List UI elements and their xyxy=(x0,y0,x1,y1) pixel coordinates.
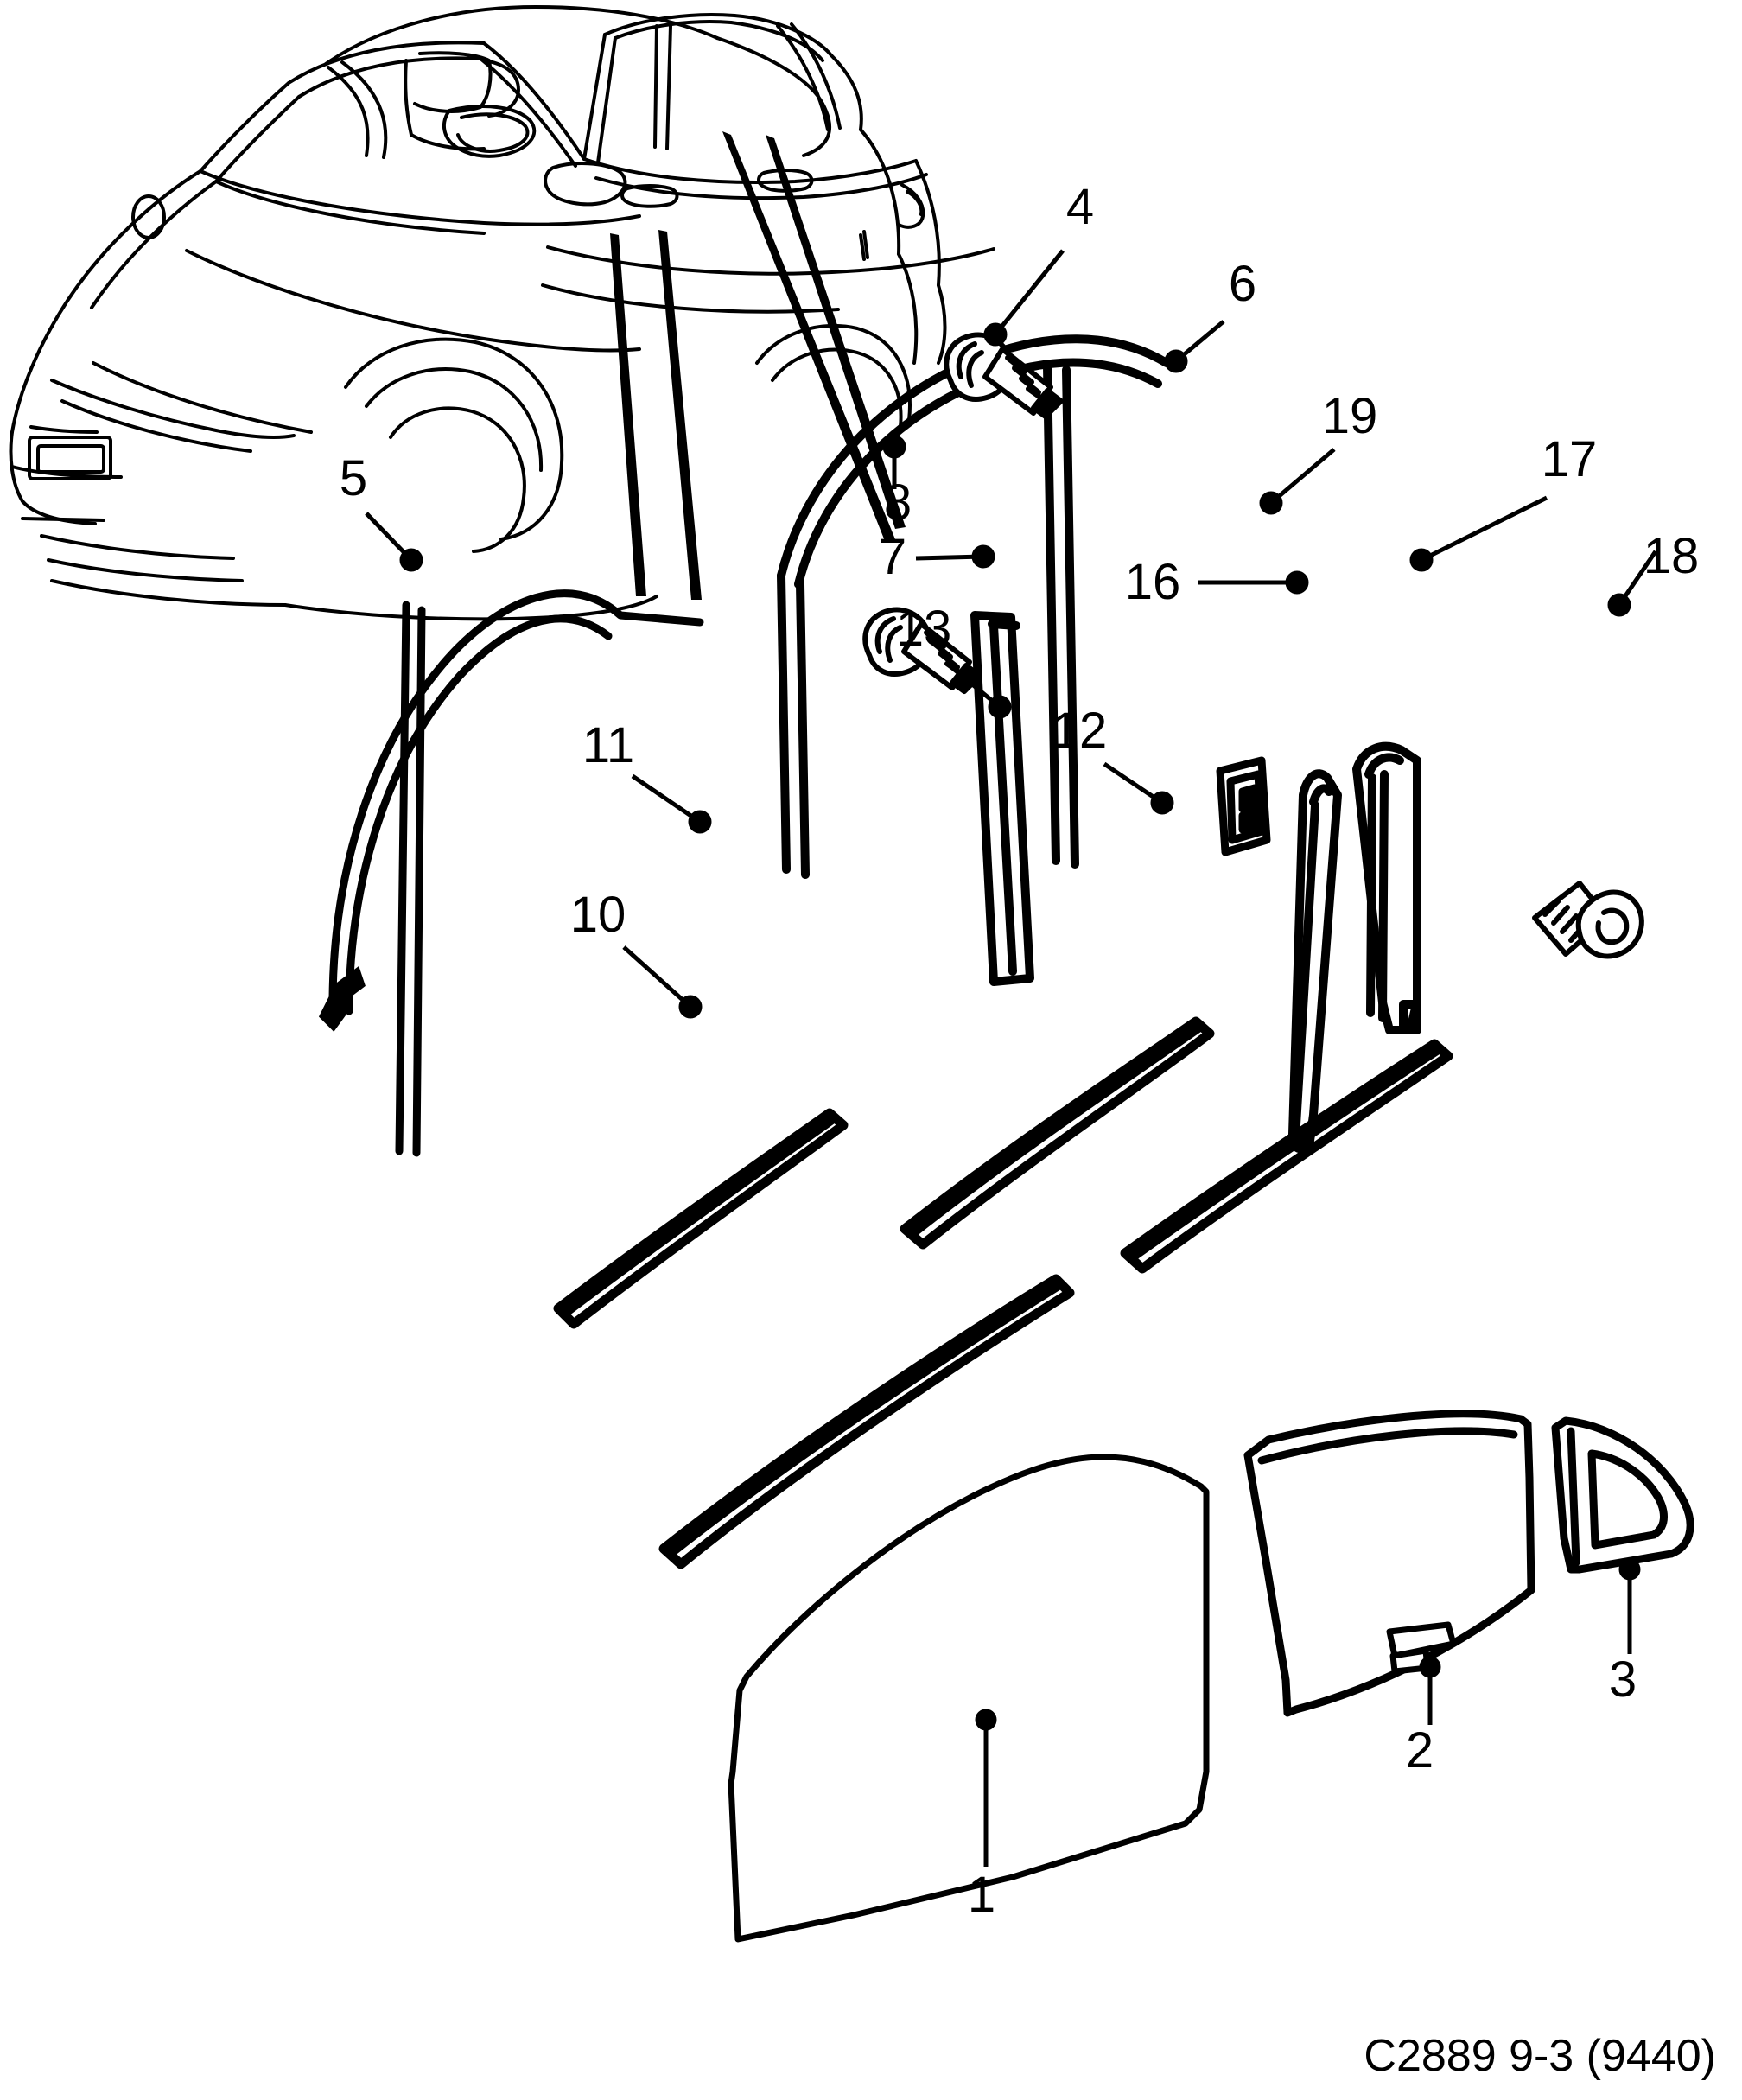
part-belt-molding-outer-rear xyxy=(900,1016,1215,1250)
callout-number-10: 10 xyxy=(570,887,626,943)
callout-number-8: 8 xyxy=(884,474,912,531)
callout-number-1: 1 xyxy=(968,1867,995,1923)
weatherstrip-hook-end xyxy=(318,965,366,1032)
part-pillar-trim-outer xyxy=(1352,741,1421,1034)
part-belt-molding-outer-front xyxy=(553,1108,849,1329)
callout-number-7: 7 xyxy=(879,529,906,585)
part-screw-pillar-trim xyxy=(1532,881,1644,959)
callout-number-5: 5 xyxy=(340,450,367,506)
part-division-bar xyxy=(970,611,1034,986)
part-front-door-window-glass xyxy=(728,1454,1210,1943)
pointer-arrow-front-frame xyxy=(610,233,646,596)
callout-number-16: 16 xyxy=(1125,554,1181,610)
callout-number-19: 19 xyxy=(1322,388,1378,444)
vehicle-illustration xyxy=(9,5,995,621)
callout-number-3: 3 xyxy=(1609,1651,1637,1708)
part-pillar-trim-clip xyxy=(1216,756,1271,856)
callout-number-13: 13 xyxy=(896,601,952,657)
callout-number-17: 17 xyxy=(1542,431,1598,487)
diagram-caption: C2889 9-3 (9440) xyxy=(1364,2031,1716,2081)
callout-leaders xyxy=(365,249,1658,1867)
pointer-arrow-front-frame-2 xyxy=(658,230,702,600)
callout-number-11: 11 xyxy=(582,717,634,773)
part-rear-quarter-window-glass xyxy=(1551,1416,1694,1574)
pointer-arrow-rear-frame xyxy=(722,131,895,541)
part-screw-upper xyxy=(944,332,1064,419)
callout-number-18: 18 xyxy=(1643,528,1700,584)
callout-numbers: 1 2 3 4 5 6 7 8 10 11 12 13 16 17 18 19 xyxy=(340,179,1699,1923)
callout-number-4: 4 xyxy=(1066,179,1094,235)
part-belt-molding-inner-rear xyxy=(1120,1039,1453,1274)
part-rear-door-window-glass xyxy=(1243,1410,1535,1717)
callout-number-12: 12 xyxy=(1052,703,1108,759)
part-belt-molding-inner-front xyxy=(658,1274,1075,1569)
callout-number-2: 2 xyxy=(1406,1722,1434,1779)
callout-number-6: 6 xyxy=(1229,256,1256,312)
part-front-window-frame-weatherstrip xyxy=(328,589,704,1157)
